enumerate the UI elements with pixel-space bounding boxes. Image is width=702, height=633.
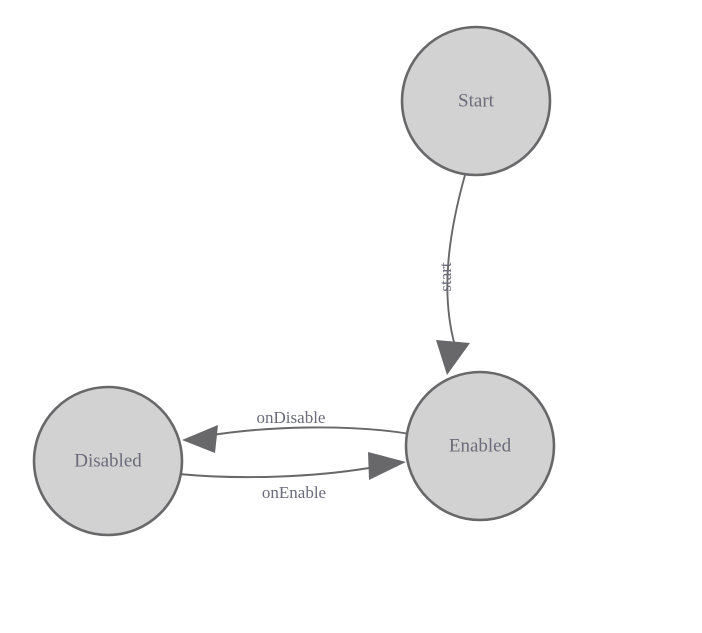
edge-disabled-to-enabled-path [178,467,370,479]
edge-enabled-to-disabled-arrowhead [182,425,218,453]
node-start-label: Start [458,90,495,111]
edge-disabled-to-enabled[interactable]: onEnable [178,452,406,502]
node-enabled-label: Enabled [449,435,512,456]
edge-start-to-enabled-path [446,174,466,347]
node-start-circle [400,25,552,177]
edge-start-to-enabled-arrowhead [436,340,470,375]
edge-start-to-enabled[interactable]: start [436,174,470,375]
edge-label-start: start [436,262,455,292]
node-disabled-label: Disabled [74,450,142,471]
edge-label-ondisable: onDisable [257,408,326,427]
edge-enabled-to-disabled-path [205,426,411,437]
edge-disabled-to-enabled-arrowhead [368,452,406,480]
node-disabled-circle [32,385,184,537]
node-start[interactable]: Start [400,25,552,177]
node-enabled[interactable]: Enabled [404,370,556,522]
node-enabled-circle [404,370,556,522]
edge-enabled-to-disabled[interactable]: onDisable [182,408,411,453]
node-disabled[interactable]: Disabled [32,385,184,537]
edge-label-onenable: onEnable [262,483,326,502]
